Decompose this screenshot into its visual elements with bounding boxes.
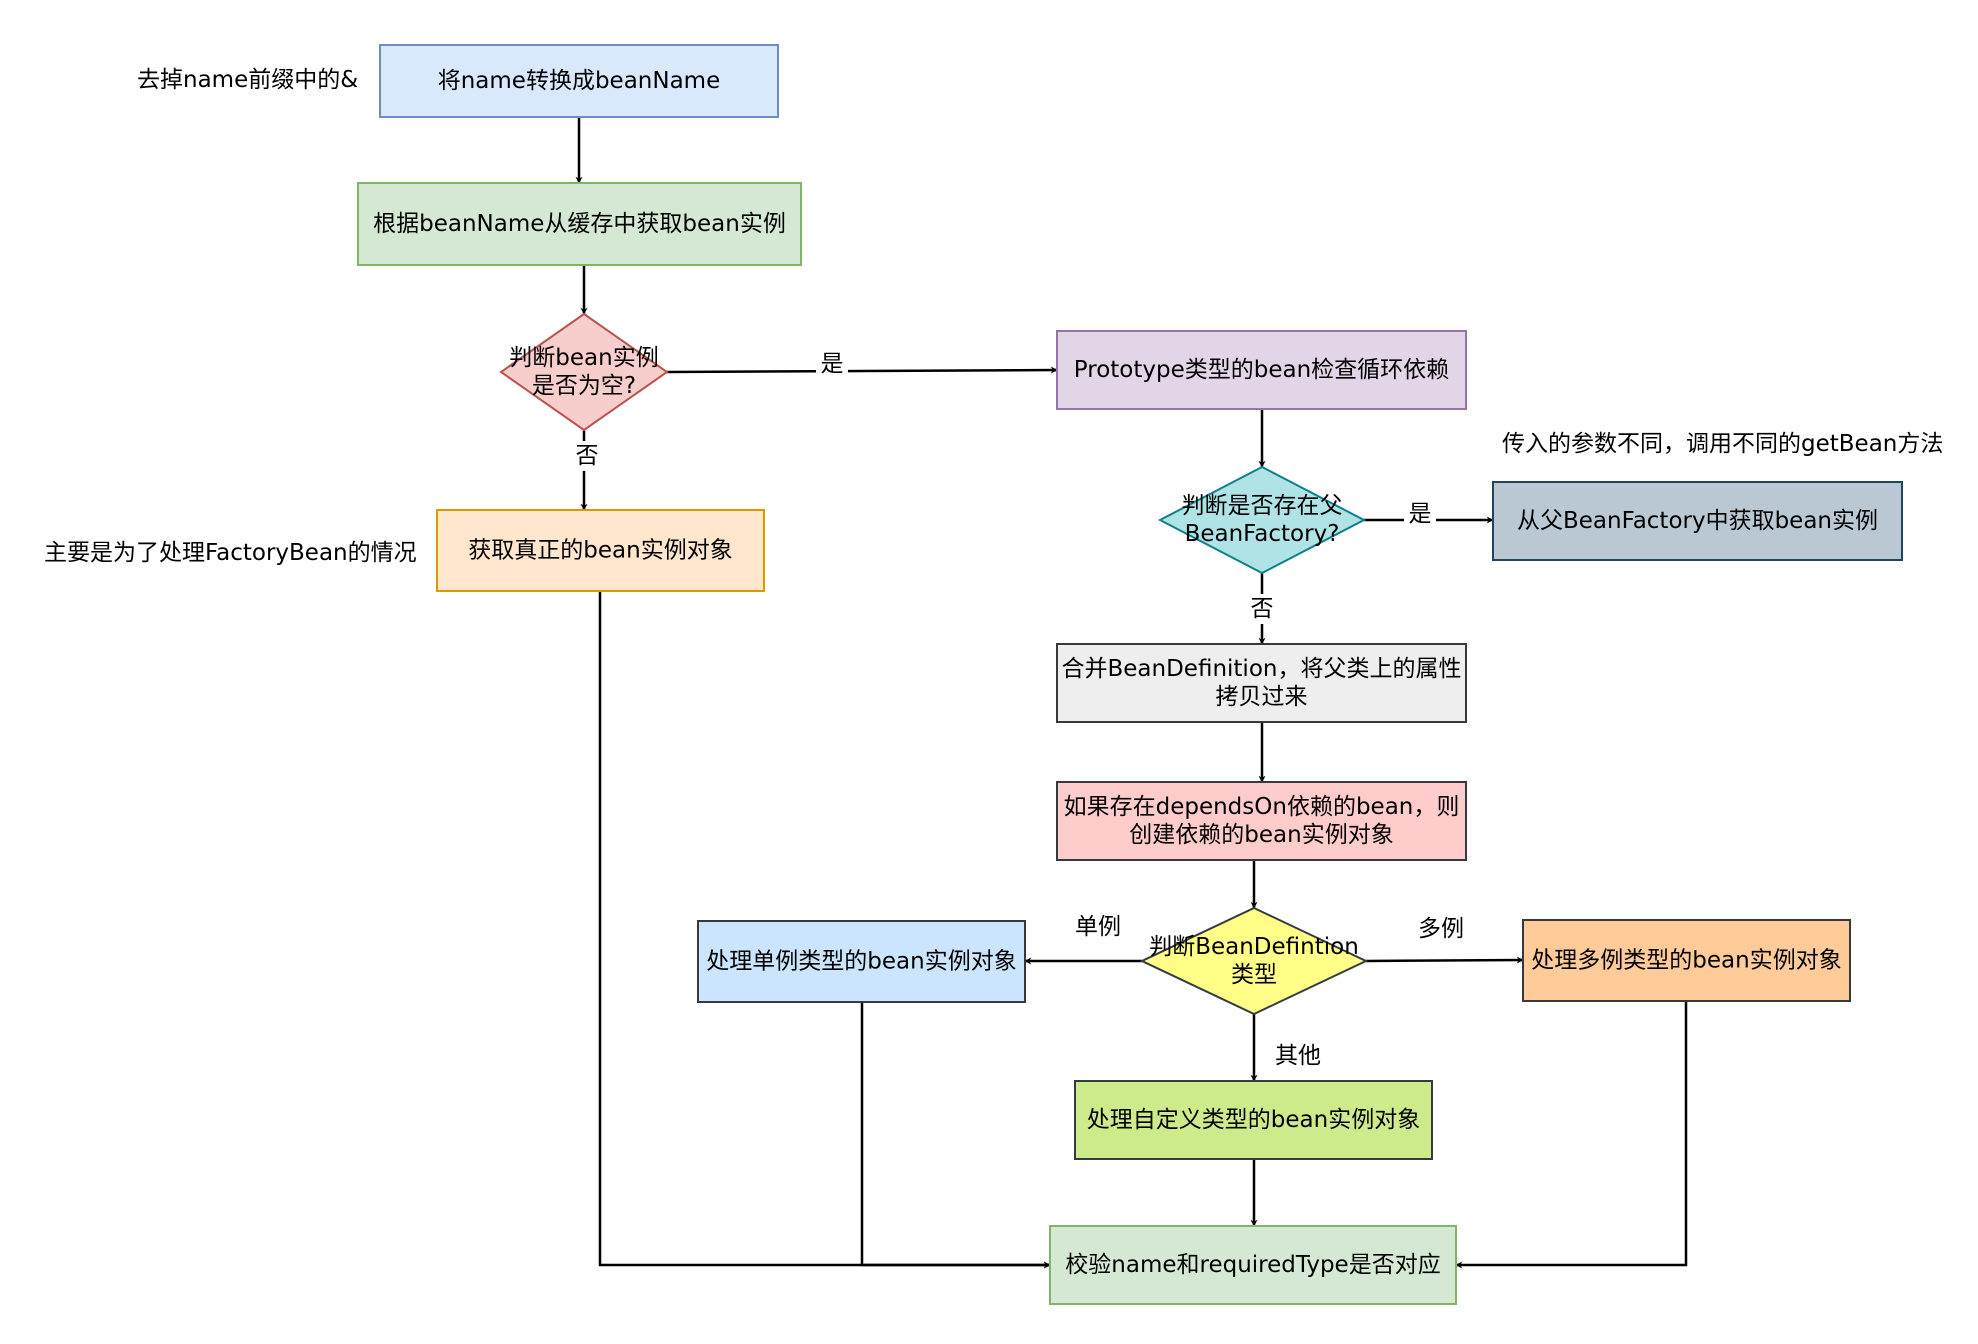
decision-diamond [499,312,669,432]
note-factory-bean: 主要是为了处理FactoryBean的情况 [44,540,417,566]
node-label: 判断是否存在父 [1182,493,1343,519]
node-singleton: 处理单例类型的bean实例对象 [697,920,1026,1003]
edge-label-bg [1066,912,1130,942]
edge-label-text: 多例 [1418,916,1464,942]
node-box [1056,330,1467,410]
edge-label-bg [1404,499,1436,529]
edge-null-yes [666,366,1058,374]
edge-label-text: 否 [576,443,599,469]
decision-diamond [1139,906,1369,1016]
node-get-from-parent: 从父BeanFactory中获取bean实例 [1492,481,1903,561]
node-box [697,920,1026,1003]
node-box [1522,919,1851,1002]
edge-singleton-to-check [860,1002,1051,1269]
decision-diamond [1157,465,1367,575]
edge-label-text: 是 [821,351,844,377]
edge-label-parent-no: 否 [1246,594,1278,624]
node-box [436,509,765,592]
edge-label-bg [816,349,848,379]
edge-label-text: 否 [1251,596,1274,622]
node-label: 判断BeanDefintion [1149,934,1359,960]
node-custom-scope: 处理自定义类型的bean实例对象 [1074,1080,1433,1160]
node-label: 拷贝过来 [1216,684,1308,710]
edge-prototype-to-check [1455,1001,1688,1269]
edge-label-prototype: 多例 [1409,914,1473,944]
notes: 去掉name前缀中的& 主要是为了处理FactoryBean的情况 传入的参数不… [44,67,1943,566]
node-label: 校验name和requiredType是否对应 [1065,1252,1440,1278]
node-label: 类型 [1231,962,1277,988]
node-label: 将name转换成beanName [438,68,721,94]
edge-label-bg [1409,914,1473,944]
node-prototype-check: Prototype类型的bean检查循环依赖 [1056,330,1467,410]
node-label: BeanFactory? [1185,521,1340,547]
edge-label-text: 单例 [1075,914,1121,940]
node-label: 创建依赖的bean实例对象 [1129,822,1393,848]
edge-label-text: 是 [1409,501,1432,527]
node-label: 判断bean实例 [509,345,658,371]
node-label: 是否为空? [532,373,636,399]
edge-label-text: 其他 [1275,1043,1321,1069]
edge-label-parent-yes: 是 [1404,499,1436,529]
node-box [1049,1225,1457,1305]
edge-label-bg [1246,594,1278,624]
edges: 是否是否单例多例其他 [571,117,1688,1269]
edge-label-bg [571,441,603,471]
edge-label-singleton: 单例 [1066,912,1130,942]
edge-label-null-no: 否 [571,441,603,471]
node-label: 处理自定义类型的bean实例对象 [1087,1107,1420,1133]
node-label: 从父BeanFactory中获取bean实例 [1517,508,1878,534]
node-label: 合并BeanDefinition，将父类上的属性 [1062,656,1462,682]
node-label: 获取真正的bean实例对象 [468,538,732,564]
edge-label-null-yes: 是 [816,349,848,379]
node-label: 处理单例类型的bean实例对象 [706,949,1016,975]
node-get-from-cache: 根据beanName从缓存中获取bean实例 [357,182,802,266]
node-box [357,182,802,266]
node-label: 如果存在dependsOn依赖的bean，则 [1064,794,1460,820]
node-get-real-instance: 获取真正的bean实例对象 [436,509,765,592]
edge-label-other: 其他 [1266,1041,1330,1071]
note-parent-args: 传入的参数不同，调用不同的getBean方法 [1502,431,1943,457]
node-label: 根据beanName从缓存中获取bean实例 [373,211,786,237]
node-box [1056,643,1467,723]
note-strip-prefix: 去掉name前缀中的& [137,67,358,93]
node-box [379,44,779,118]
node-box [1056,781,1467,861]
node-label: 处理多例类型的bean实例对象 [1531,948,1841,974]
node-convert-name: 将name转换成beanName [379,44,779,118]
node-box [1074,1080,1433,1160]
edge-type-prototype [1365,956,1524,964]
node-box [1492,481,1903,561]
nodes: 将name转换成beanName 根据beanName从缓存中获取bean实例判断… [357,44,1903,1305]
node-check-type: 校验name和requiredType是否对应 [1049,1225,1457,1305]
node-prototype: 处理多例类型的bean实例对象 [1522,919,1851,1002]
edge-label-bg [1266,1041,1330,1071]
node-label: Prototype类型的bean检查循环依赖 [1074,357,1449,383]
